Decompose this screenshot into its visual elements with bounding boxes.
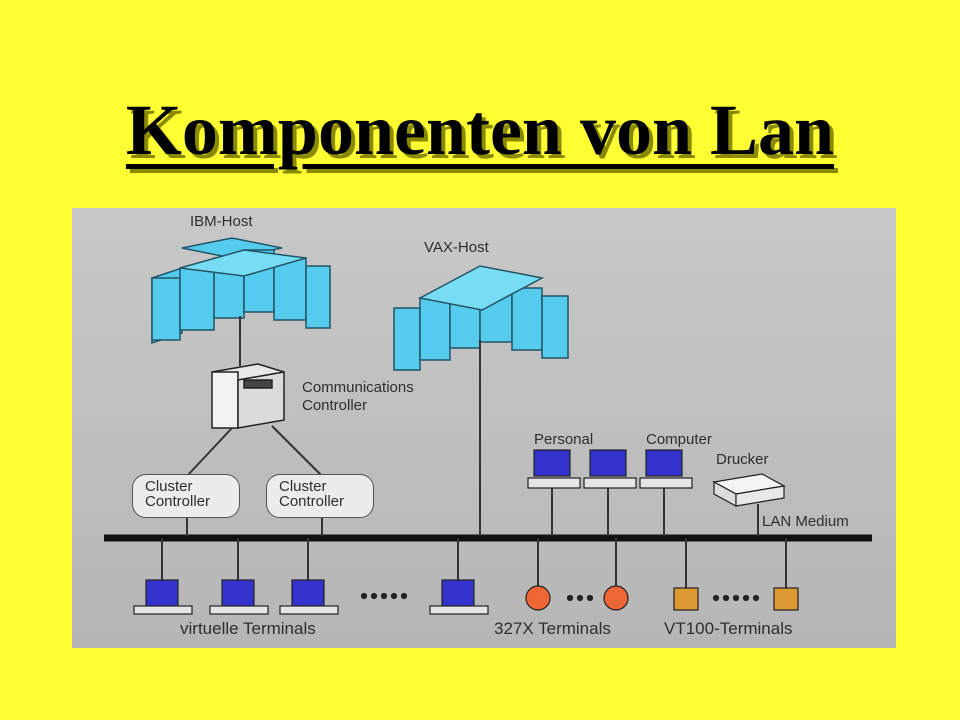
lan-diagram-graphics: [104, 237, 872, 615]
virtual-terminal-icons: [133, 538, 489, 615]
cluster-controller-2-label-a: Cluster: [279, 478, 327, 495]
personal-computer-icons: [527, 449, 693, 489]
cluster-controller-1-label-b: Controller: [145, 493, 211, 510]
cluster-controller-2: Cluster Controller: [266, 474, 374, 518]
virtuelle-terminals-label: virtuelle Terminals: [180, 619, 316, 638]
communications-controller-label-1: Communications: [302, 379, 414, 396]
vt100-terminals-label: VT100-Terminals: [664, 619, 793, 638]
terminal-327x-icons: [525, 538, 629, 611]
page-title: Komponenten von Lan: [125, 90, 835, 170]
cluster-controller-2-label-b: Controller: [279, 493, 345, 510]
personal-label: Personal: [534, 431, 594, 448]
lan-medium-label: LAN Medium: [762, 513, 849, 530]
terminal-vt100-icons: [673, 538, 799, 611]
printer-icon: [712, 473, 786, 508]
cluster-controller-1-label-a: Cluster: [145, 478, 193, 495]
drucker-label: Drucker: [716, 451, 769, 468]
ibm-host-label: IBM-Host: [190, 213, 253, 230]
vax-host-label: VAX-Host: [424, 239, 489, 256]
communications-controller-icon: [211, 363, 285, 429]
ibm-host-icon: [151, 237, 331, 345]
terminals-327x-label: 327X Terminals: [494, 619, 611, 638]
communications-controller-label-2: Controller: [302, 397, 368, 414]
lan-diagram: IBM-Host VAX-Host Communications Control…: [72, 208, 896, 648]
cluster-controller-1: Cluster Controller: [132, 474, 240, 518]
computer-label: Computer: [646, 431, 712, 448]
vax-host-icon: [393, 265, 569, 371]
